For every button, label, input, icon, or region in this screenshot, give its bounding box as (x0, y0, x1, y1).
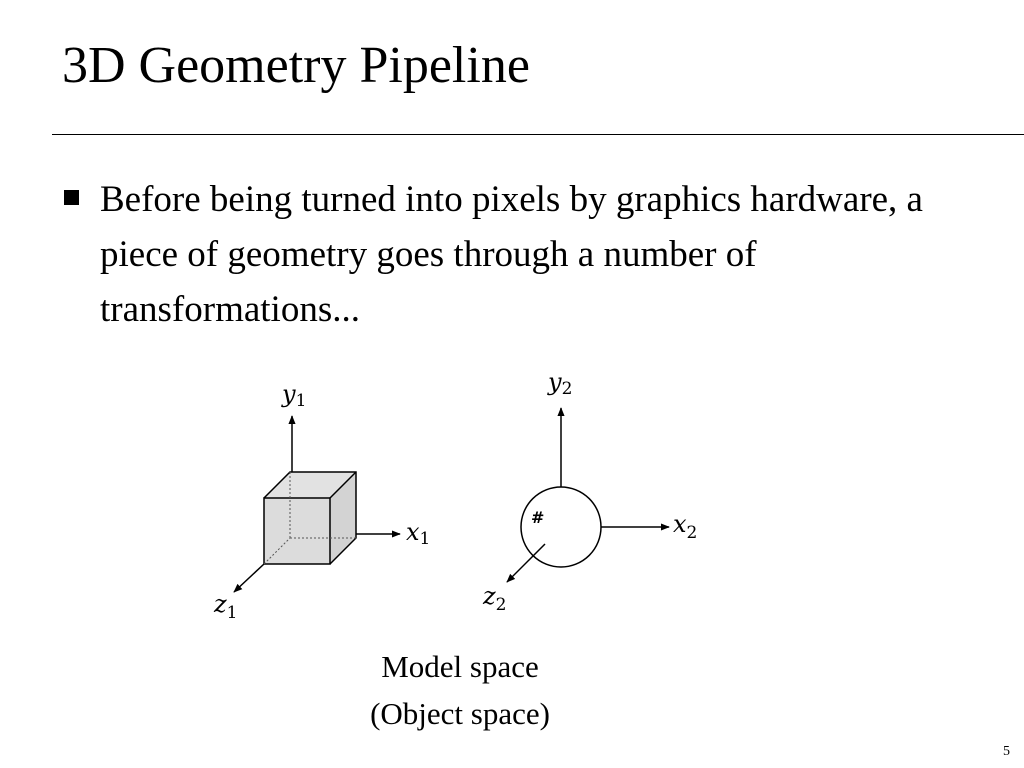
figure-caption-line2: (Object space) (370, 696, 550, 731)
page-number: 5 (1003, 744, 1010, 759)
figure-caption-line1: Model space (381, 649, 539, 684)
cube-z-axis (233, 563, 265, 593)
sphere-y-label: y2 (547, 368, 572, 399)
title-divider (52, 134, 1024, 135)
cube-y-label: y1 (281, 380, 306, 411)
sphere-z-axis (506, 543, 546, 583)
cube-side-face (330, 472, 356, 564)
cube-front-face (263, 497, 331, 565)
slide-title: 3D Geometry Pipeline (62, 37, 530, 94)
sphere-z-label: z2 (482, 582, 506, 615)
cube-z-label: z1 (213, 590, 237, 623)
cube-top-face (264, 472, 356, 498)
cube-x-label: x1 (406, 518, 430, 549)
sphere-center-mark-icon: # (531, 508, 544, 527)
sphere-x-label: x2 (673, 510, 697, 543)
cube-object (263, 471, 357, 565)
bullet-square-icon (64, 190, 79, 205)
bullet-text: Before being turned into pixels by graph… (100, 179, 923, 330)
